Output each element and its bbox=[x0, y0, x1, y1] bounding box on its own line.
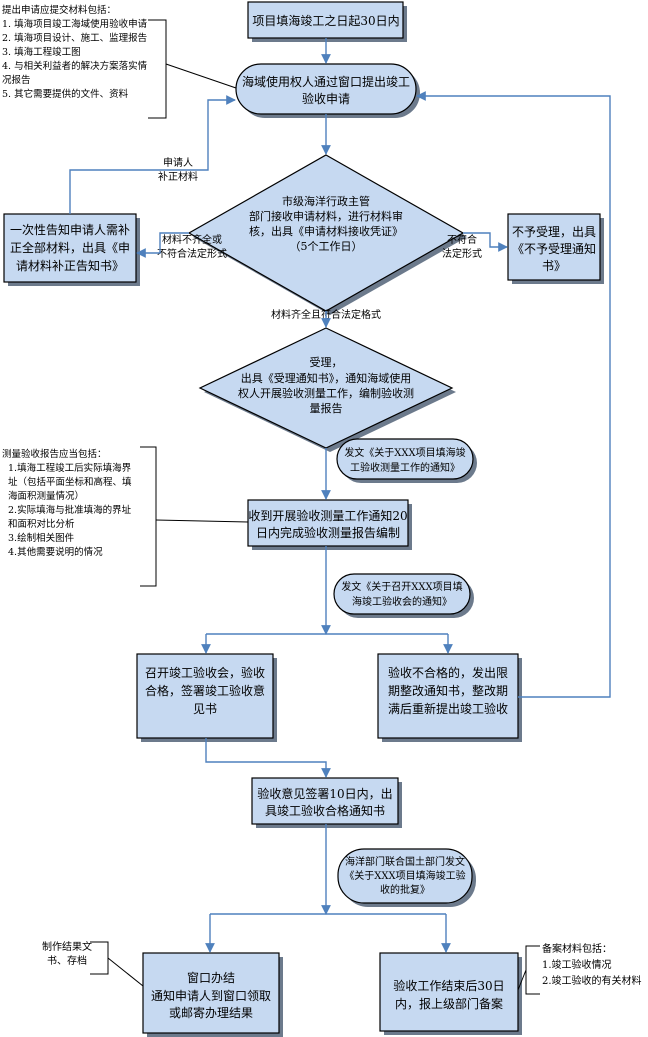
accept-diamond: 受理， 出具《受理通知书》，通知海域使用 权人开展验收测量工作，编制验收测 量报… bbox=[198, 327, 456, 452]
survey-box: 收到开展验收测量工作通知20 日内完成验收测量报告编制 bbox=[247, 499, 412, 550]
window-line3: 或邮寄办理结果 bbox=[169, 1005, 253, 1020]
meeting-box: 召开竣工验收会，验收 合格，签署竣工验收意 见书 bbox=[136, 653, 277, 742]
reject-line3: 书》 bbox=[542, 259, 566, 273]
applicant-label-2: 补正材料 bbox=[158, 170, 198, 183]
accept-line3: 权人开展验收测量工作，编制验收测 bbox=[238, 386, 414, 400]
fail-line3: 满后重新提出竣工验收 bbox=[388, 701, 508, 716]
correction-box: 一次性告知申请人需补 正全部材料，出具《申 请材料补正告知书》 bbox=[3, 213, 140, 286]
report-line1: 验收工作结束后30日 bbox=[393, 978, 504, 993]
filing-note-item-2: 2.竣工验收的有关材料 bbox=[542, 974, 642, 987]
review-line2: 部门接收申请材料，进行材料审 bbox=[249, 209, 403, 223]
review-diamond: 市级海洋行政主管 部门接收申请材料，进行材料审 核，出具《申请材料接收凭证》 （… bbox=[187, 154, 467, 315]
review-line3: 核，出具《申请材料接收凭证》 bbox=[249, 224, 403, 238]
notice-1-line1: 发文《关于XXX项目填海竣 bbox=[344, 446, 465, 459]
report-box: 验收工作结束后30日 内，报上级部门备案 bbox=[379, 952, 522, 1035]
meeting-line2: 合格，签署竣工验收意 bbox=[145, 683, 265, 698]
survey-note-item-2b: 和面积对比分析 bbox=[8, 518, 75, 530]
apply-box-line2: 验收申请 bbox=[302, 91, 350, 106]
notice-1-line2: 工验收测量工作的通知》 bbox=[350, 461, 460, 474]
window-box: 窗口办结 通知申请人到窗口领取 或邮寄办理结果 bbox=[142, 952, 283, 1037]
reject-box: 不予受理，出具 《不予受理通知 书》 bbox=[507, 213, 604, 284]
notice-2-line1: 发文《关于召开XXX项目填 bbox=[341, 580, 462, 593]
cert-line1: 验收意见签署10日内，出 bbox=[257, 786, 392, 801]
review-line4: （5个工作日） bbox=[290, 240, 363, 253]
arrow-fail-to-apply bbox=[416, 91, 611, 698]
survey-note-item-1: 1.填海工程竣工后实际填海界 bbox=[8, 462, 132, 474]
filing-note: 备案材料包括： 1.竣工验收情况 2.竣工验收的有关材料 bbox=[517, 942, 642, 995]
materials-note-item-3: 3. 填海工程竣工图 bbox=[2, 46, 81, 58]
arrow-correction-to-apply bbox=[69, 95, 236, 214]
accept-line2: 出具《受理通知书》，通知海域使用 bbox=[241, 371, 412, 385]
arrow-review-to-reject bbox=[463, 232, 508, 252]
survey-note-item-1b: 址（包括平面坐标和高程、填 bbox=[8, 476, 132, 488]
start-box: 项目填海竣工之日起30日内 bbox=[247, 1, 407, 42]
notice-1: 发文《关于XXX项目填海竣 工验收测量工作的通知》 bbox=[336, 438, 477, 483]
review-line1: 市级海洋行政主管 bbox=[282, 194, 370, 208]
notice-3-line1: 海洋部门联合国土部门发文 bbox=[345, 855, 465, 868]
notice-3-line2: 《关于XXX项目填海竣工验 bbox=[344, 869, 465, 882]
correction-line1: 一次性告知申请人需补 bbox=[10, 223, 130, 237]
notice-3-line3: 收的批复》 bbox=[380, 883, 430, 896]
survey-line2: 日内完成验收测量报告编制 bbox=[256, 525, 400, 540]
survey-line1: 收到开展验收测量工作通知20 bbox=[248, 508, 407, 523]
notice-2: 发文《关于召开XXX项目填 海竣工验收会的通知》 bbox=[333, 573, 474, 618]
flow-connectors bbox=[69, 38, 611, 952]
arrow-split-to-window bbox=[210, 913, 446, 952]
correction-line2: 正全部材料，出具《申 bbox=[10, 240, 130, 255]
apply-box-line1: 海域使用权人通过窗口提出竣工 bbox=[242, 74, 410, 89]
survey-note-item-3: 3.绘制相关图件 bbox=[8, 532, 75, 544]
accept-line4: 量报告 bbox=[310, 401, 343, 415]
filing-note-item-1: 1.竣工验收情况 bbox=[542, 958, 612, 971]
materials-note-item-2: 2. 填海项目设计、施工、监理报告 bbox=[2, 32, 147, 44]
accept-line1: 受理， bbox=[310, 356, 343, 369]
arrow-meeting-to-cert bbox=[205, 738, 331, 778]
meeting-line1: 召开竣工验收会，验收 bbox=[145, 665, 265, 680]
archive-label: 制作结果文 书、存档 bbox=[42, 940, 144, 987]
notice-3: 海洋部门联合国土部门发文 《关于XXX项目填海竣工验 收的批复》 bbox=[337, 848, 476, 907]
incomplete-label-2: 不符合法定形式 bbox=[157, 247, 227, 260]
materials-note-item-5: 5. 其它需要提供的文件、资料 bbox=[2, 88, 129, 100]
window-line1: 窗口办结 bbox=[187, 970, 235, 985]
materials-note-item-4: 4. 与相关利益者的解决方案落实情 bbox=[2, 60, 148, 72]
incomplete-label-1: 材料不齐全或 bbox=[162, 233, 222, 246]
start-box-text: 项目填海竣工之日起30日内 bbox=[252, 13, 399, 28]
arrow-split-to-meeting bbox=[206, 633, 448, 653]
survey-note-item-1c: 海面积测量情况） bbox=[8, 490, 84, 502]
materials-note-item-4b: 况报告 bbox=[2, 74, 31, 86]
reject-label-2: 法定形式 bbox=[442, 247, 482, 260]
cert-line2: 具竣工验收合格通知书 bbox=[265, 803, 385, 818]
meeting-line3: 见书 bbox=[193, 702, 217, 716]
survey-note: 测量验收报告应当包括： 1.填海工程竣工后实际填海界 址（包括平面坐标和高程、填… bbox=[2, 446, 249, 587]
materials-note-title: 提出申请应提交材料包括： bbox=[2, 4, 116, 16]
survey-note-item-4: 4.其他需要说明的情况 bbox=[8, 546, 103, 558]
survey-note-item-2: 2.实际填海与批准填海的界址 bbox=[8, 504, 132, 516]
survey-note-title: 测量验收报告应当包括： bbox=[2, 448, 107, 460]
reject-label-1: 不符合 bbox=[447, 233, 477, 246]
fail-line1: 验收不合格的，发出限 bbox=[388, 665, 508, 680]
applicant-label-1: 申请人 bbox=[163, 156, 193, 169]
materials-note: 提出申请应提交材料包括： 1. 填海项目竣工海域使用验收申请 2. 填海项目设计… bbox=[2, 4, 237, 119]
report-line2: 内，报上级部门备案 bbox=[395, 996, 503, 1011]
reject-line2: 《不予受理通知 bbox=[512, 242, 596, 256]
arrow-review-to-correction bbox=[136, 232, 189, 258]
notice-2-line2: 海竣工验收会的通知》 bbox=[352, 595, 452, 608]
archive-label-2: 书、存档 bbox=[47, 954, 87, 967]
apply-box: 海域使用权人通过窗口提出竣工 验收申请 bbox=[235, 63, 420, 118]
fail-box: 验收不合格的，发出限 期整改通知书，整改期 满后重新提出竣工验收 bbox=[377, 653, 522, 742]
filing-note-title: 备案材料包括： bbox=[542, 942, 612, 955]
reject-line1: 不予受理，出具 bbox=[512, 225, 596, 239]
fail-line2: 期整改通知书，整改期 bbox=[388, 683, 508, 698]
archive-label-1: 制作结果文 bbox=[42, 940, 92, 953]
materials-note-item-1: 1. 填海项目竣工海域使用验收申请 bbox=[2, 18, 148, 30]
window-line2: 通知申请人到窗口领取 bbox=[151, 989, 271, 1003]
cert-box: 验收意见签署10日内，出 具竣工验收合格通知书 bbox=[251, 777, 402, 828]
correction-line3: 请材料补正告知书》 bbox=[16, 259, 124, 273]
